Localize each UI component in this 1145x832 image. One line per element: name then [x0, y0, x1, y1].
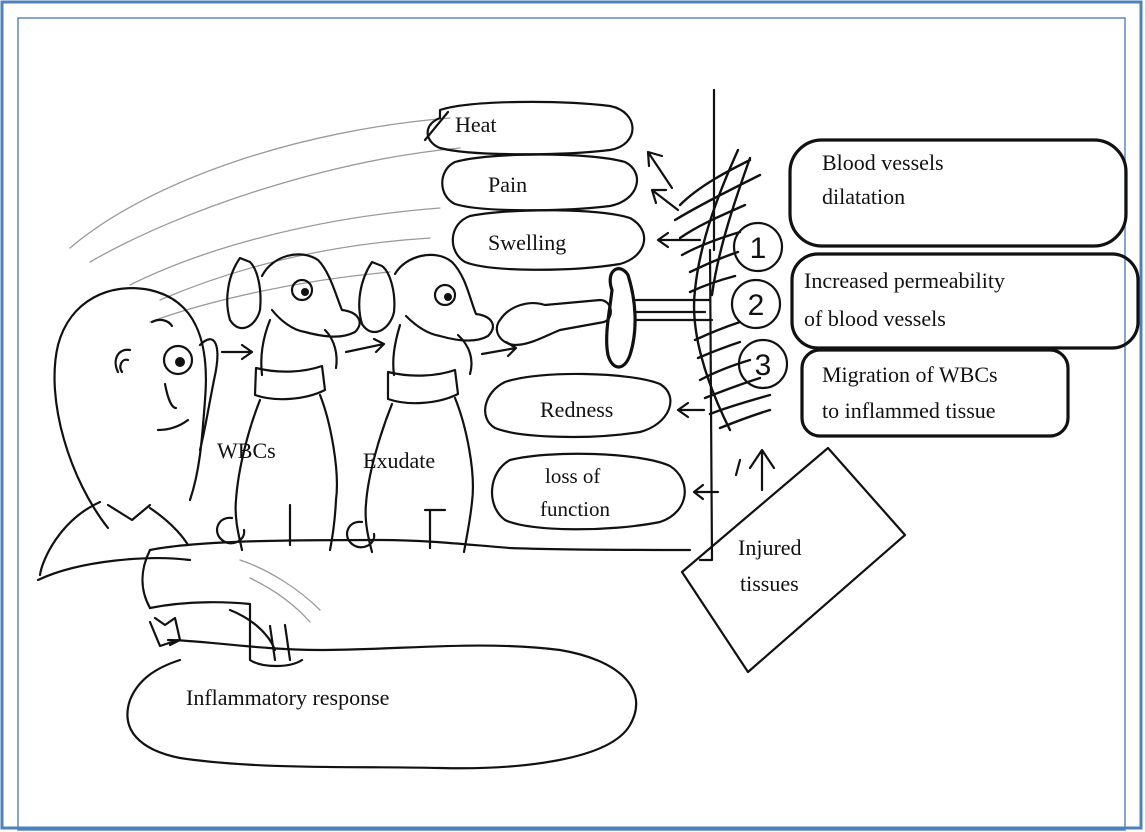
sign-loss-label-line1: loss of [545, 464, 600, 488]
dog-exudate-label: Exudate [363, 448, 435, 473]
frame-inner-border [17, 17, 1126, 831]
sign-loss-label-line2: function [540, 497, 610, 521]
injured-tissues-box: Injured tissues [680, 446, 907, 674]
step-box-3: Migration of WBCs to inflammed tissue [800, 348, 1070, 438]
sign-loss-of-function: loss of function [491, 452, 686, 531]
dog-wbcs: WBCs [215, 253, 361, 552]
hatched-tissue [673, 148, 772, 432]
motion-lines [69, 117, 461, 623]
step-circle-2: 2 [730, 278, 782, 330]
sign-pain: Pain [441, 153, 639, 212]
person-figure [36, 287, 219, 582]
sign-pain-label: Pain [488, 172, 527, 197]
inflammatory-response-label: Inflammatory response [186, 685, 389, 710]
step-number-3: 3 [755, 349, 772, 382]
step-1-line2: dilatation [822, 184, 905, 209]
dog-exudate: Exudate [345, 253, 494, 554]
sign-swelling: Swelling [451, 209, 646, 271]
step-3-line2: to inflammed tissue [822, 398, 996, 423]
sign-redness-label: Redness [540, 397, 613, 422]
inflammatory-response-cloud: Inflammatory response [126, 620, 638, 770]
sign-redness: Redness [484, 372, 672, 439]
step-2-line1: Increased permeability [804, 268, 1005, 293]
sign-arrows [646, 150, 776, 501]
step-circle-1: 1 [732, 221, 784, 273]
tissue-boundary-line [698, 88, 716, 562]
sign-heat-label: Heat [455, 112, 497, 137]
injured-label-line2: tissues [740, 571, 799, 596]
step-box-2: Increased permeability of blood vessels [790, 252, 1140, 350]
step-box-1: Blood vessels dilatation [788, 138, 1128, 248]
dog-wbcs-label: WBCs [217, 438, 276, 463]
sign-heat: Heat [423, 100, 634, 156]
step-1-line1: Blood vessels [822, 150, 944, 175]
injured-label-line1: Injured [738, 535, 802, 560]
step-2-line2: of blood vessels [804, 306, 946, 331]
step-3-line1: Migration of WBCs [822, 362, 998, 387]
sign-swelling-label: Swelling [488, 230, 566, 255]
step-number-1: 1 [750, 232, 767, 265]
flow-arrows [220, 337, 518, 361]
hand-plunger [495, 267, 714, 369]
step-number-2: 2 [748, 289, 765, 322]
step-circle-3: 3 [737, 338, 789, 390]
